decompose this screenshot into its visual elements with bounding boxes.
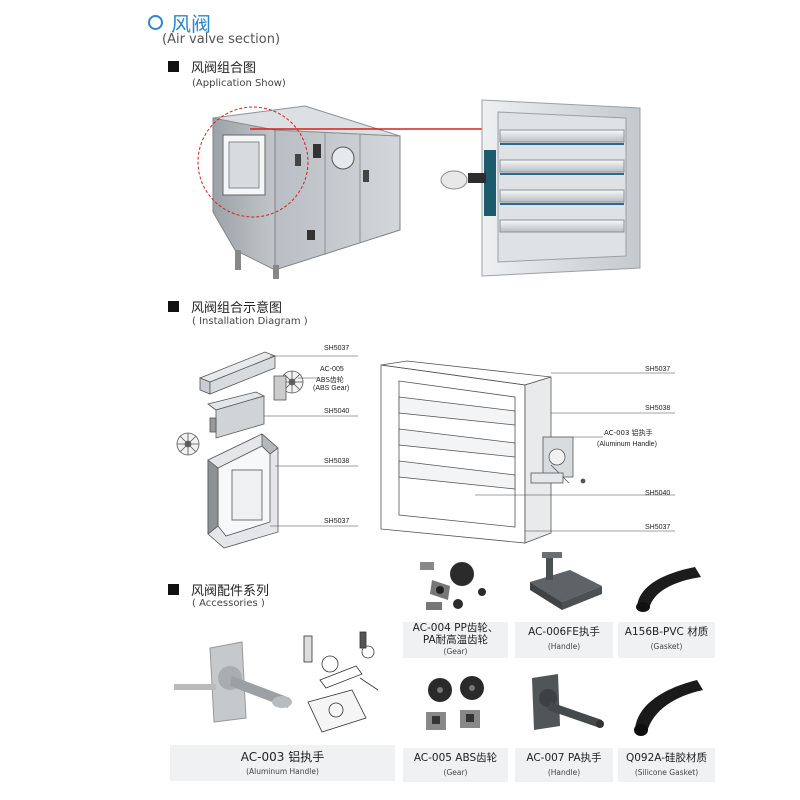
air-damper-image [440, 99, 641, 277]
page-title: 风阀 [148, 8, 211, 37]
label-sh5037-top-left: SH5037 [324, 345, 350, 352]
label-sh5037-bottom-right: SH5037 [645, 524, 671, 531]
square-bullet-icon [168, 584, 179, 595]
label-ac003-zh: AC-003 铝执手 [604, 429, 653, 437]
product-card-ac003: AC-003 铝执手 (Aluminum Handle) [170, 745, 395, 781]
product-title-ac006fe: AC-006FE执手 [528, 626, 600, 638]
label-ac005-zh: ABS齿轮 [316, 376, 344, 384]
label-sh5040-left: SH5040 [324, 408, 350, 415]
product-title-ac004-line2: PA耐高温齿轮 [422, 634, 489, 646]
section-title-accessories: 风阀配件系列 [168, 580, 269, 599]
product-title-ac005: AC-005 ABS齿轮 [413, 752, 498, 764]
product-card-ac005: AC-005 ABS齿轮 (Gear) [403, 748, 508, 782]
product-sub-q092a: (Silicone Gasket) [634, 768, 699, 777]
ac005-gear-image [426, 676, 484, 730]
ac007-handle-image [532, 674, 604, 730]
air-handling-unit-image [197, 105, 401, 279]
product-card-ac006fe: AC-006FE执手 (Handle) [515, 622, 613, 658]
circle-bullet-icon [148, 15, 163, 30]
label-sh5040-right: SH5040 [645, 490, 671, 497]
section-subtitle-accessories: ( Accessories ) [192, 598, 265, 609]
square-bullet-icon [168, 301, 179, 312]
product-card-q092a: Q092A-硅胶材质 (Silicone Gasket) [618, 748, 715, 782]
ac006fe-handle-image [530, 552, 602, 610]
product-title-ac003: AC-003 铝执手 [240, 750, 325, 764]
product-title-ac007: AC-007 PA执手 [526, 752, 602, 764]
label-sh5038-right: SH5038 [645, 405, 671, 412]
label-ac005-code: AC-005 [320, 366, 344, 373]
section-title-text: 风阀组合图 [191, 61, 257, 76]
q092a-silicone-gasket-image [634, 680, 703, 736]
square-bullet-icon [168, 61, 179, 72]
product-card-ac004: AC-004 PP齿轮、 PA耐高温齿轮 (Gear) [403, 622, 508, 658]
page-subtitle: (Air valve section) [162, 32, 281, 47]
product-title-q092a: Q092A-硅胶材质 [625, 752, 708, 764]
label-sh5037-bottom-left: SH5037 [324, 518, 350, 525]
product-sub-a156b: (Gasket) [650, 642, 683, 651]
ac003-aluminum-handle-image [174, 631, 379, 733]
label-sh5037-top-right: SH5037 [645, 366, 671, 373]
section-subtitle-application: (Application Show) [192, 78, 286, 89]
label-ac003-en: (Aluminum Handle) [597, 441, 657, 448]
exploded-assembly-diagram [176, 351, 358, 549]
a156b-gasket-image [636, 567, 701, 612]
product-sub-ac004: (Gear) [443, 647, 468, 656]
label-sh5038-left: SH5038 [324, 458, 350, 465]
product-sub-ac007: (Handle) [547, 768, 581, 777]
product-sub-ac003: (Aluminum Handle) [246, 767, 319, 776]
product-title-ac004-line1: AC-004 PP齿轮、 [412, 622, 499, 634]
label-ac005-en: (ABS Gear) [313, 385, 350, 392]
product-sub-ac006fe: (Handle) [547, 642, 581, 651]
callout-connector-line [250, 128, 485, 130]
page-title-text: 风阀 [171, 12, 211, 36]
product-card-ac007: AC-007 PA执手 (Handle) [515, 748, 613, 782]
product-sub-ac005: (Gear) [443, 768, 468, 777]
section-title-text: 风阀组合示意图 [191, 301, 283, 316]
section-subtitle-installation: ( Installation Diagram ) [192, 316, 308, 327]
product-title-a156b: A156B-PVC 材质 [624, 626, 709, 638]
section-title-text: 风阀配件系列 [191, 584, 270, 599]
section-title-application: 风阀组合图 [168, 57, 256, 76]
assembled-damper-diagram [380, 360, 675, 544]
section-title-installation: 风阀组合示意图 [168, 297, 282, 316]
product-card-a156b: A156B-PVC 材质 (Gasket) [618, 622, 715, 658]
ac004-gear-image [420, 562, 486, 610]
